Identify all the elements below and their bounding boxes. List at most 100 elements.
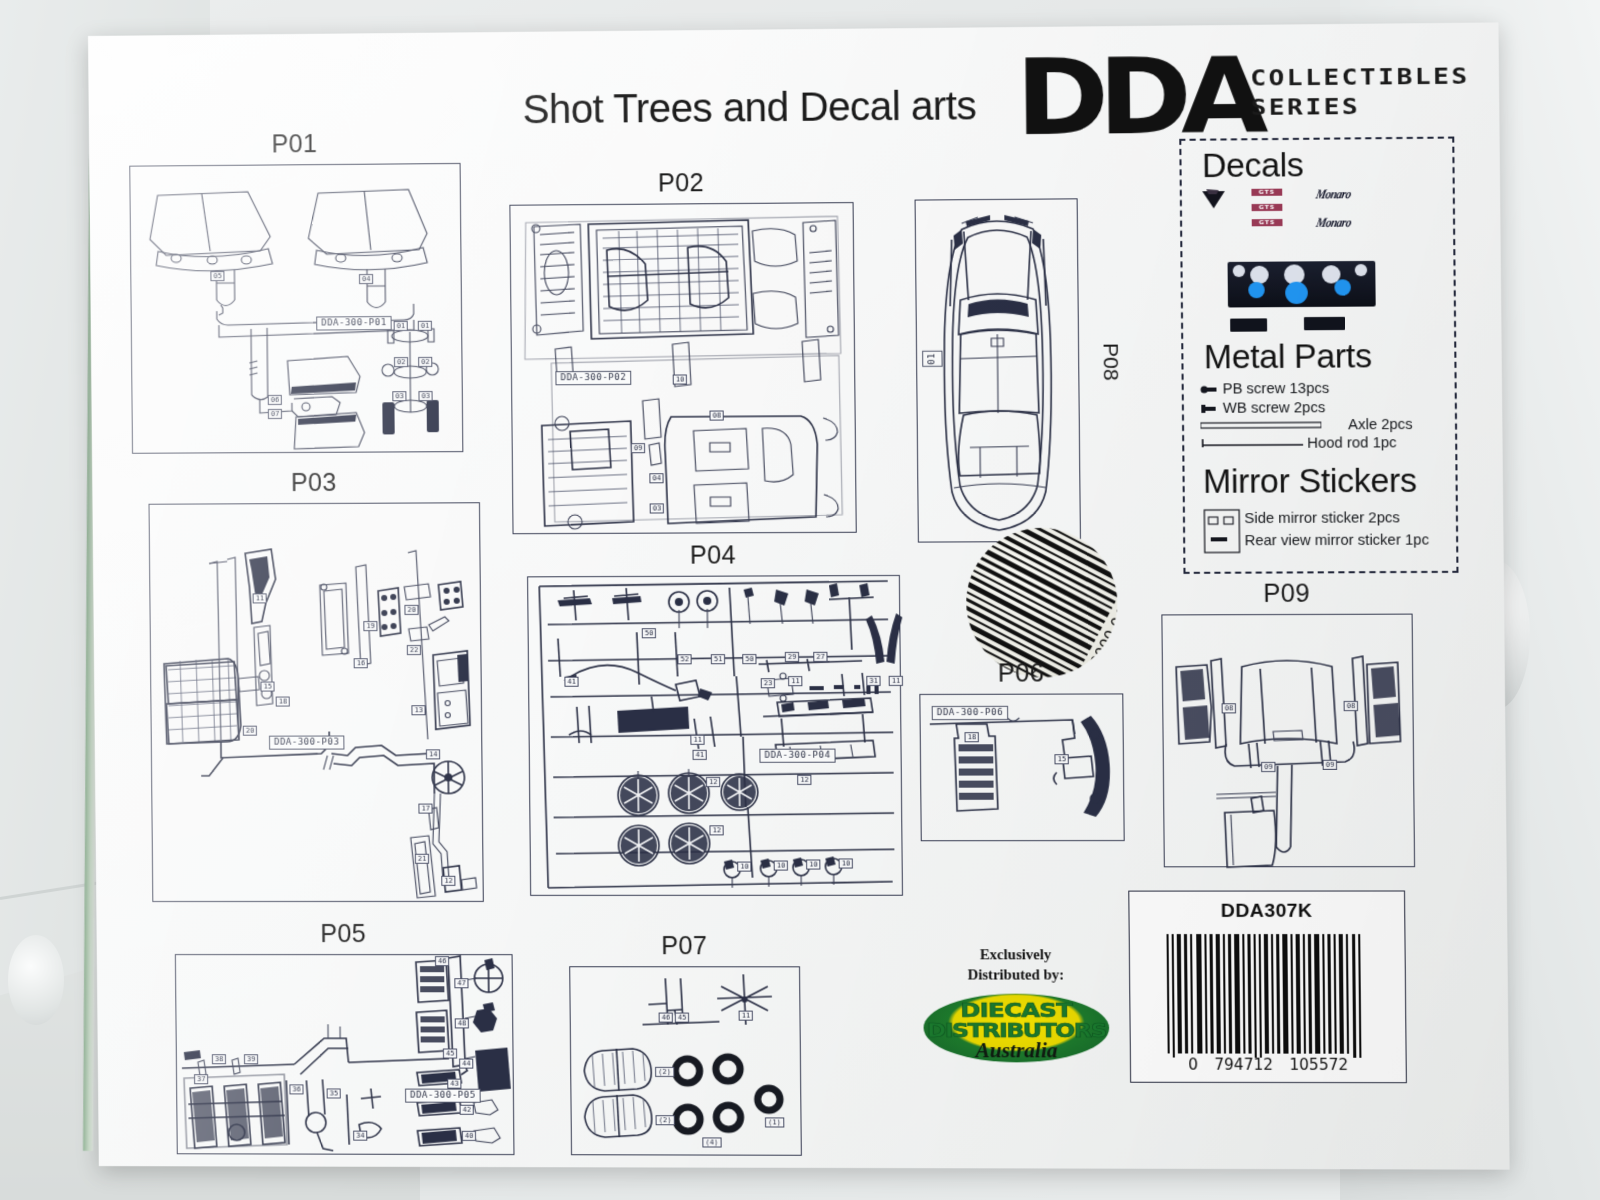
panel-p03-chip: 20 [242,725,258,736]
panel-p07-chip: (2) [655,1066,675,1077]
panel-p07-chip: (2) [655,1115,675,1126]
panel-p01-chip: 04 [358,274,374,285]
panel-p05-chip: 46 [434,956,450,967]
barcode-digits: 0 794712 105572 [1131,1055,1406,1074]
pb-screw-label: PB screw 13pcs [1222,380,1330,398]
panel-p07: P07 [569,932,802,1156]
gauge-dial [1250,265,1269,285]
pb-screw-icon [1200,386,1217,394]
panel-p08: 01 P08 [914,198,1122,543]
panel-p04-chip: 31 [866,675,882,687]
panel-p03-chip: 22 [406,645,422,656]
panel-p01-chip: 02 [418,356,433,368]
panel-p01-chip: 01 [417,320,433,331]
panel-p01-title: P01 [271,130,318,159]
panel-p07-chip: 46 [658,1012,674,1023]
panel-p04-chip: 11 [888,675,904,686]
panel-p09: P09 [1161,579,1416,868]
panel-p03-chip: 17 [418,803,434,814]
panel-p04-chip: 23 [760,678,776,689]
panel-p01-chip: 02 [393,357,409,368]
small-decal-right [1303,316,1346,331]
panel-p05-chip: 45 [442,1048,458,1059]
panel-p04-chip: 10 [806,859,821,870]
hood-rod-icon [1201,438,1304,451]
distributor-block: Exclusively Distributed by: DIECAST DIST… [903,946,1128,1063]
mirror-sticker-icon [1203,509,1240,554]
panel-p05-chip: 43 [447,1078,462,1089]
panel-p09-chip: 09 [1261,761,1276,773]
panel-p06-artwork [919,715,1111,817]
panel-p05-chip: 48 [454,1018,470,1029]
panel-p04-chip: 12 [705,777,721,788]
panel-p01-chip: 06 [267,394,283,406]
decals-heading: Decals [1201,145,1304,185]
panel-p04-chip: 51 [710,654,726,665]
panel-p05-chip: 34 [353,1130,368,1141]
panel-p04-sprue-label: DDA-300-P04 [759,748,836,763]
panel-p04-artwork [527,575,903,896]
panel-p02-title: P02 [657,169,705,198]
logo-line-collectibles: COLLECTIBLES [1250,64,1470,91]
monaro-script-decal: Monaro [1314,186,1353,202]
panel-p09-chip: 08 [1343,700,1359,712]
rear-view-mirror-sticker-label: Rear view mirror sticker 1pc [1244,532,1430,550]
panel-p03-chip: 12 [441,875,456,886]
panel-p05-chip: 40 [461,1130,477,1141]
dda-logo: DDA [1015,33,1259,160]
box-back-face: Shot Trees and Decal arts DDA COLLECTIBL… [88,22,1510,1170]
panel-p07-chip: 45 [674,1012,690,1023]
barcode-digit-left: 794712 [1214,1055,1274,1074]
panel-p04-chip: 29 [784,651,800,663]
logo-text-diecast: DIECAST [960,999,1073,1023]
lion-badge-decal [1202,189,1225,209]
panel-p05: P05 [174,920,515,1156]
panel-p03-chip: 11 [252,593,268,604]
panel-p05-chip: 37 [194,1074,209,1085]
panel-p06: P06 DDA-300-P06 18 15 [919,659,1125,842]
panel-p04-chip: 41 [564,676,580,687]
panel-p04-chip: 10 [838,858,854,869]
decals-panel: Decals GTS GTS GTS Monaro Monaro [1179,136,1459,574]
panel-p03-title: P03 [290,468,337,498]
panel-p04-chip: 27 [813,651,828,662]
gts-badge-decal: GTS [1251,203,1283,212]
panel-p04-chip: 52 [677,654,693,665]
panel-p02-artwork [509,202,856,534]
round-sticker-barcode: 8572 020000 048572 [965,527,1119,678]
panel-p03-chip: 13 [411,705,427,716]
panel-p05-chip: 39 [243,1054,259,1065]
panel-p09-artwork [1161,614,1415,868]
panel-p07-chip: 11 [738,1010,754,1021]
panel-p07-chip: (1) [764,1117,784,1128]
wb-screw-icon [1201,404,1216,413]
panel-p03-chip: 21 [414,853,430,864]
gts-badge-decal: GTS [1251,219,1283,227]
dashboard-decal [1227,260,1376,308]
metal-parts-heading: Metal Parts [1203,336,1372,376]
panel-p05-title: P05 [320,920,367,949]
panel-p03-chip: 16 [353,658,369,669]
panel-p03-artwork [149,502,484,902]
panel-p04-title: P04 [689,541,737,570]
panel-p02-chip: 10 [672,374,688,385]
panel-p02-sprue-label: DDA-300-P02 [555,370,632,386]
tire-b [585,1095,652,1137]
barcode-digit-lead: 0 [1188,1055,1199,1074]
page-title: Shot Trees and Decal arts [522,84,977,133]
panel-p02-chip: 04 [649,473,665,484]
gauge-blue [1334,279,1351,296]
panel-p05-sprue-label: DDA-300-P05 [405,1088,481,1103]
panel-p01-artwork [129,163,463,454]
wb-screw-label: WB screw 2pcs [1222,400,1326,417]
panel-p05-artwork [175,954,511,1155]
panel-p05-chip: 44 [459,1058,474,1069]
distributor-line1: Exclusively [979,947,1052,964]
axle-icon [1200,420,1321,431]
panel-p04: P04 [527,541,904,896]
gauge-small [1354,263,1368,277]
panel-p01-chip: 03 [418,391,434,402]
panel-p03-chip: 20 [404,604,420,615]
logo-line-series: SERIES [1250,94,1361,120]
panel-p04-chip: 41 [692,749,708,760]
